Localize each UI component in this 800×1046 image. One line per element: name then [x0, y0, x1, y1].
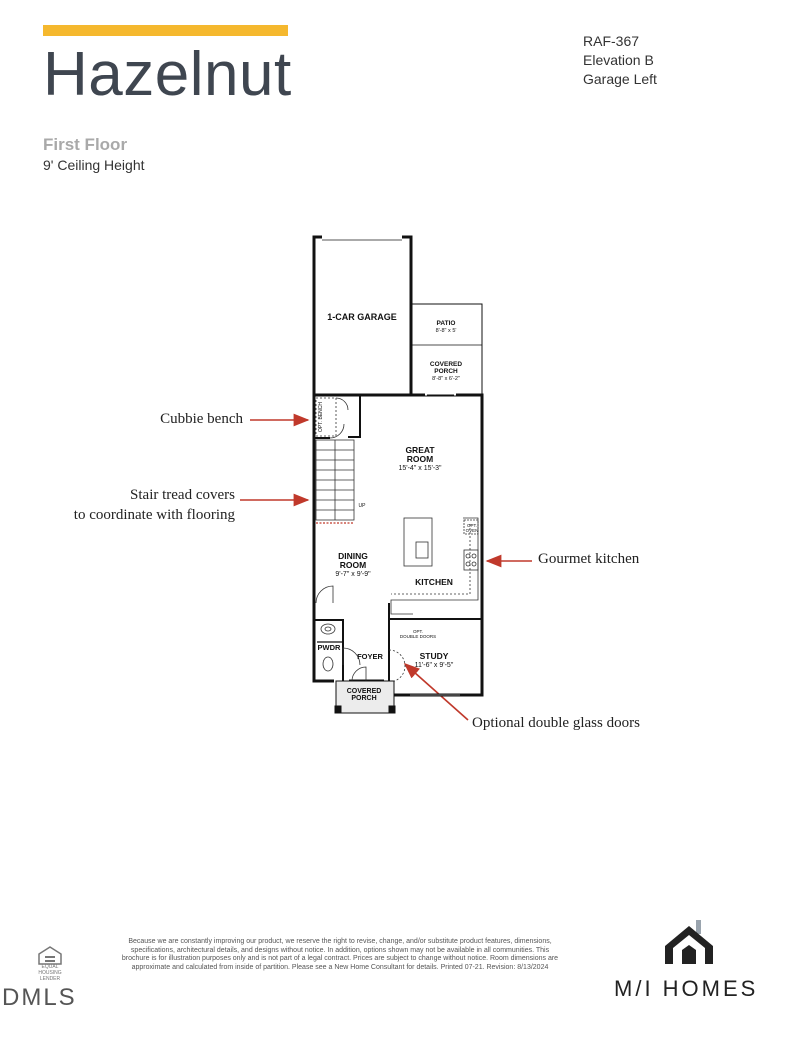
callout-stair-line1: Stair tread covers — [130, 487, 235, 503]
rear-porch-dims: 8'-8" x 6'-2" — [432, 376, 460, 382]
kitchen-label: KITCHEN — [415, 577, 453, 587]
elevation-label: Elevation B — [583, 52, 654, 68]
callout-stair: Stair tread covers to coordinate with fl… — [40, 485, 235, 525]
front-porch-label2: PORCH — [351, 695, 376, 702]
opt-doors-label1: OPT. — [413, 629, 423, 634]
accent-bar — [43, 25, 288, 36]
equal-housing-text: EQUAL HOUSING LENDER — [38, 964, 62, 982]
plan-title: Hazelnut — [43, 40, 292, 109]
kitchen-counters — [390, 517, 479, 615]
stairs — [315, 439, 355, 524]
great-room-label2: ROOM — [407, 454, 433, 464]
front-porch — [334, 680, 396, 714]
pwdr-fixtures — [320, 623, 336, 672]
arrow-doors — [403, 662, 469, 721]
plan-code: RAF-367 — [583, 33, 640, 49]
front-porch-label1: COVERED — [347, 688, 382, 695]
opt-oven-label2: OVEN — [466, 528, 479, 533]
opt-bench-label: OPT. BENCH — [318, 402, 324, 432]
garage-label: Garage Left — [583, 71, 657, 87]
rear-porch-label2: PORCH — [434, 368, 458, 375]
callout-doors: Optional double glass doors — [472, 715, 640, 731]
foyer-label: FOYER — [357, 652, 383, 661]
opt-bench — [315, 397, 337, 437]
patio-label: PATIO — [437, 320, 456, 327]
callout-cubbie: Cubbie bench — [160, 411, 243, 427]
mi-homes-logo-icon — [665, 920, 713, 964]
patio-outline — [410, 303, 483, 397]
great-room-label1: GREAT — [405, 445, 435, 455]
pwdr-label: PWDR — [318, 643, 341, 652]
callout-kitchen: Gourmet kitchen — [538, 551, 640, 567]
garage-label: 1-CAR GARAGE — [327, 312, 397, 322]
great-room-dims: 15'-4" x 15'-3" — [398, 465, 442, 472]
floor-name: First Floor — [43, 135, 128, 154]
stair-up-label: UP — [359, 503, 367, 509]
opt-oven-label1: OPT. — [467, 523, 477, 528]
dining-dims: 9'-7" x 9'-9" — [335, 571, 371, 578]
doors — [315, 397, 406, 683]
opt-doors-label2: DOUBLE DOORS — [400, 634, 436, 639]
patio-dims: 8'-8" x 5' — [436, 328, 457, 334]
rear-porch-label1: COVERED — [430, 361, 462, 368]
plan-codes: RAF-367 Elevation B Garage Left — [583, 32, 657, 89]
disclaimer: Because we are constantly improving our … — [121, 938, 559, 971]
dining-label1: DINING — [338, 551, 368, 561]
equal-housing-icon — [38, 946, 62, 965]
study-label: STUDY — [420, 651, 449, 661]
callout-stair-line2: to coordinate with flooring — [73, 507, 235, 523]
dmls-logo: DMLS — [2, 984, 77, 1011]
ceiling-height: 9' Ceiling Height — [43, 157, 145, 173]
brand-name: M/I HOMES — [614, 976, 759, 1001]
study-dims: 11'-6" x 9'-5" — [415, 662, 454, 669]
dining-label2: ROOM — [340, 560, 366, 570]
